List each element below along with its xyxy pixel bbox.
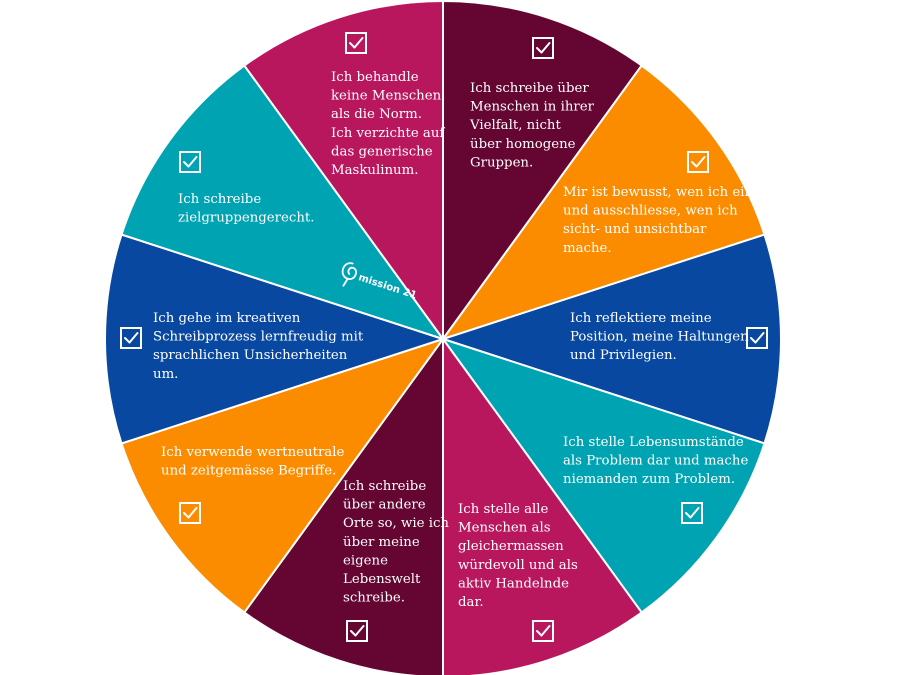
segment-text-line: würdevoll und als <box>458 558 578 573</box>
segment-text-line: mache. <box>563 241 612 256</box>
segment-text-line: Ich reflektiere meine <box>570 311 712 326</box>
segment-text-line: Gruppen. <box>470 155 533 170</box>
checkbox-checked-icon <box>681 502 703 524</box>
segment-text-line: dar. <box>458 595 484 610</box>
segment-text-line: Ich schreibe über <box>470 81 589 96</box>
segment-text: Ich schreibe zielgruppengerecht. <box>178 192 314 226</box>
segment-orange-left: Ich verwende wertneutrale und zeitgemässe… <box>120 337 446 614</box>
checkbox-checked-icon <box>346 620 368 642</box>
segment-orange-right: Mir ist bewusst, wen ich ein-und ausschl… <box>440 64 766 341</box>
segment-magenta-top-left: Ich behandle keine Menschen als die Norm. I… <box>242 0 445 343</box>
segment-teal-left: Ich schreibe zielgruppengerecht. <box>120 64 446 341</box>
segment-text-line: keine Menschen <box>331 89 442 104</box>
segment-text-line: und zeitgemässe Begriffe. <box>161 464 336 479</box>
segment-wedge <box>242 335 444 675</box>
segment-wedge <box>120 64 446 341</box>
segment-text-line: niemanden zum Problem. <box>563 472 735 487</box>
segment-wedge <box>442 335 644 675</box>
segment-text-line: Ich gehe im kreativen <box>153 311 301 326</box>
checkbox-checked-icon <box>687 151 709 173</box>
checkbox-checked-icon <box>179 502 201 524</box>
segment-text: Ich stelle Lebensumstände als Problem dar… <box>563 435 748 487</box>
mission21-logo-icon <box>341 262 357 287</box>
segment-text-line: Menschen als <box>458 521 551 536</box>
segment-text-line: Orte so, wie ich <box>343 516 449 531</box>
segment-text-line: Menschen in ihrer <box>470 100 595 115</box>
checkbox-checked-icon <box>532 37 554 59</box>
segment-text-line: Maskulinum. <box>331 163 418 178</box>
segment-text-line: Position, meine Haltungen <box>570 330 749 345</box>
segment-text-line: Mir ist bewusst, wen ich ein- <box>563 185 758 200</box>
segment-text-line: Schreibprozess lernfreudig mit <box>153 330 364 345</box>
segment-text-line: über andere <box>343 498 426 513</box>
segment-text: Ich behandle keine Menschen als die Norm. I… <box>331 70 445 178</box>
checkbox-checked-icon <box>532 620 554 642</box>
segment-wedge <box>440 337 766 614</box>
segment-text-line: schreibe. <box>343 591 405 606</box>
segment-text: Ich verwende wertneutrale und zeitgemässe… <box>161 445 344 479</box>
segment-wedge <box>442 0 644 343</box>
segment-text-line: eigene <box>343 553 388 568</box>
segment-wedge <box>103 233 447 445</box>
segment-text-line: aktiv Handelnde <box>458 576 569 591</box>
segment-text-line: als Problem dar und mache <box>563 454 748 469</box>
segment-wedge <box>440 64 766 341</box>
checkbox-checked-icon <box>746 327 768 349</box>
segment-text-line: Ich schreibe <box>178 192 261 207</box>
segment-text: Mir ist bewusst, wen ich ein-und ausschl… <box>563 185 758 256</box>
segment-text-line: als die Norm. <box>331 107 422 122</box>
segment-text-line: und ausschliesse, wen ich <box>563 204 738 219</box>
segment-teal-right: Ich stelle Lebensumstände als Problem dar… <box>440 337 766 614</box>
segment-text-line: über homogene <box>470 137 576 152</box>
checkbox-checked-icon <box>120 327 142 349</box>
segment-text-line: Vielfalt, nicht <box>469 118 561 133</box>
segment-text-line: Ich verzichte auf <box>331 126 445 141</box>
segment-text-line: Ich schreibe <box>343 479 426 494</box>
segment-text-line: und Privilegien. <box>570 348 677 363</box>
segment-wedge <box>439 233 783 445</box>
segment-text-line: Ich behandle <box>331 70 419 85</box>
segment-text-line: Ich stelle alle <box>458 502 549 517</box>
segment-wedge <box>242 0 444 343</box>
segment-wedge <box>120 337 446 614</box>
segment-text-line: sicht- und unsichtbar <box>563 222 707 237</box>
checkbox-checked-icon <box>345 32 367 54</box>
segment-text-line: zielgruppengerecht. <box>178 211 314 226</box>
segment-text-line: Ich stelle Lebensumstände <box>563 435 744 450</box>
segment-text-line: um. <box>153 367 178 382</box>
segment-text-line: gleichermassen <box>458 539 564 554</box>
segment-text-line: sprachlichen Unsicherheiten <box>153 348 348 363</box>
segment-text-line: das generische <box>331 144 433 159</box>
segment-text-line: Ich verwende wertneutrale <box>161 445 344 460</box>
segment-text-line: Lebenswelt <box>343 572 421 587</box>
segment-text-line: über meine <box>343 535 420 550</box>
checkbox-checked-icon <box>179 151 201 173</box>
